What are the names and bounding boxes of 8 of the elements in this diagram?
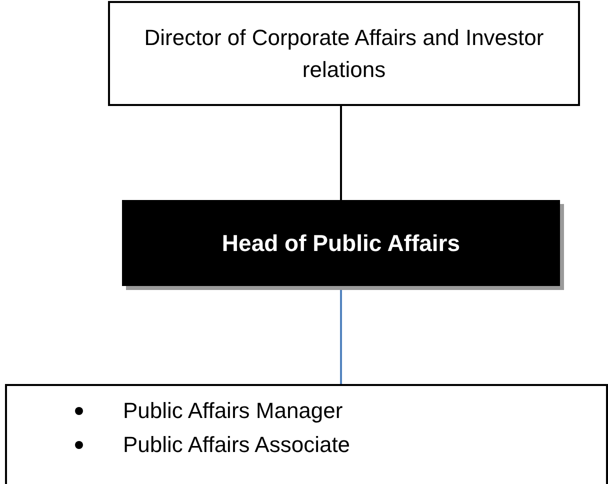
team-box [5, 384, 608, 484]
team-role: Public Affairs Manager [123, 397, 343, 425]
role-title: Director of Corporate Affairs and Investor relations [143, 24, 545, 84]
role-box [108, 1, 580, 106]
connector-line [340, 290, 342, 384]
connector-line [340, 106, 342, 200]
role-title: Head of Public Affairs [222, 228, 460, 258]
team-role: Public Affairs Associate [123, 431, 350, 459]
